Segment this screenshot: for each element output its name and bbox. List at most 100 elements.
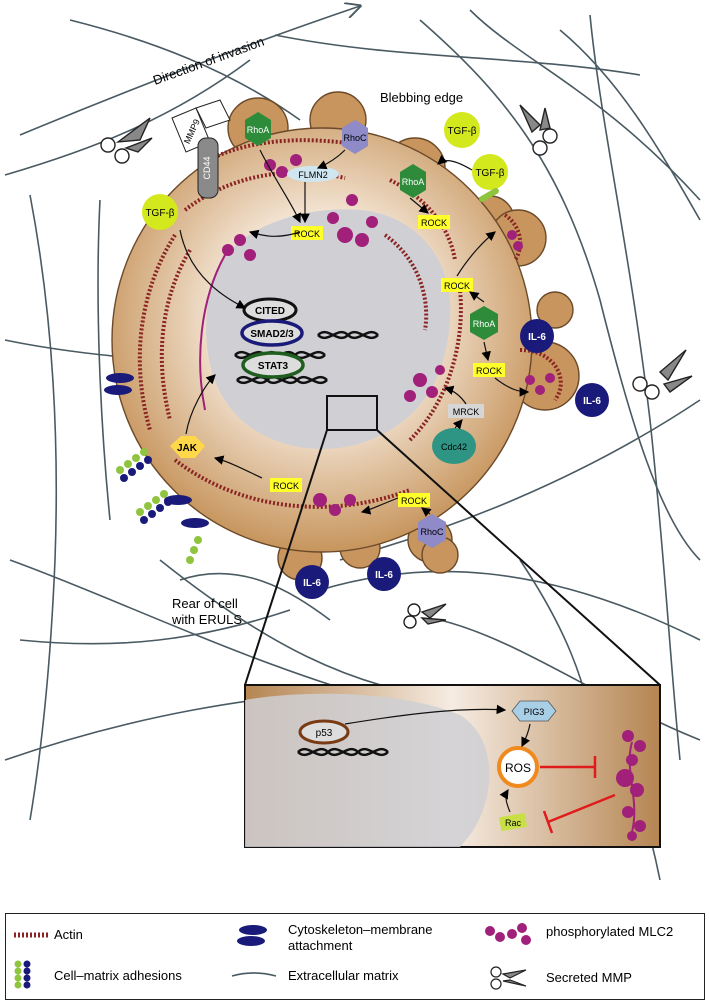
nucleus: [206, 209, 451, 449]
blebbing-edge-label: Blebbing edge: [380, 90, 463, 105]
p53-factor: p53: [298, 719, 350, 745]
legend-ecm: Extracellular matrix: [231, 968, 399, 983]
rear-label: Rear of cell: [172, 596, 238, 611]
tgf-beta-1-label: TGF-β: [145, 208, 174, 219]
rock-6: ROCK: [398, 493, 430, 507]
stat3-label: STAT3: [258, 361, 289, 372]
rock-3-label: ROCK: [444, 281, 470, 291]
rhoc-2-label: RhoC: [420, 527, 444, 537]
cdc42: Cdc42: [432, 428, 476, 464]
rhoa-3-label: RhoA: [473, 319, 496, 329]
cited-factor: CITED: [242, 297, 298, 323]
dna-helix-3: [317, 330, 379, 340]
il6-4-label: IL-6: [375, 570, 393, 581]
tgf-beta-1: TGF-β: [142, 194, 178, 230]
signaling-arrows: [179, 149, 530, 517]
rhoa-1: RhoA: [245, 112, 271, 146]
zoom-indicator: [244, 395, 661, 686]
il6-2-label: IL-6: [583, 396, 601, 407]
rock-5-label: ROCK: [273, 481, 299, 491]
mlc2-cluster-7: [507, 230, 523, 251]
rock-1: ROCK: [291, 226, 323, 240]
il6-1: IL-6: [520, 319, 554, 353]
rac: Rac: [498, 812, 528, 832]
cd44-label: CD44: [202, 156, 212, 179]
legend-actin: Actin: [14, 927, 83, 942]
legend-mmp: Secreted MMP: [490, 966, 632, 990]
tgf-beta-3: TGF-β: [472, 154, 508, 202]
inset-arrows: [344, 704, 531, 813]
legend-cytoskeleton-label-2: attachment: [288, 938, 353, 953]
mmp-scissors-2: [519, 104, 558, 156]
inhibition-bars: [540, 756, 616, 834]
smad-factor: SMAD2/3: [240, 319, 304, 347]
rhoa-3: RhoA: [470, 306, 498, 340]
legend-cytoskeleton-label-1: Cytoskeleton–membrane: [288, 922, 433, 937]
cited-label: CITED: [255, 306, 285, 317]
rhoa-2: RhoA: [400, 164, 426, 198]
legend-graphics: Actin Cell–matrix adhesions Cytoskeleton…: [14, 922, 673, 990]
mlc2-cluster-4: [404, 365, 445, 402]
rear-label-2: with ERULS: [171, 612, 242, 627]
mrck: MRCK: [448, 404, 484, 418]
jak-label: JAK: [177, 443, 198, 454]
il6-2: IL-6: [575, 383, 609, 417]
stat3-factor: STAT3: [241, 351, 305, 379]
mmp9-cd44: MMP9 CD44: [171, 99, 231, 199]
rhoc-1: RhoC: [342, 120, 368, 154]
il6-4: IL-6: [367, 557, 401, 591]
rhoc-2: RhoC: [418, 514, 446, 548]
p53-label: p53: [316, 728, 333, 739]
tgf-beta-2-label: TGF-β: [447, 126, 476, 137]
il6-3-label: IL-6: [303, 578, 321, 589]
rock-2-label: ROCK: [421, 218, 447, 228]
legend-adhesions-label: Cell–matrix adhesions: [54, 968, 182, 983]
pig3: PIG3: [511, 700, 557, 722]
il6-1-label: IL-6: [528, 332, 546, 343]
rhoa-2-label: RhoA: [402, 177, 425, 187]
smad-label: SMAD2/3: [250, 329, 294, 340]
mmp-scissors-4: [403, 603, 447, 629]
mrck-label: MRCK: [453, 407, 480, 417]
mlc2-cluster-6: [525, 373, 555, 395]
legend-ecm-label: Extracellular matrix: [288, 968, 399, 983]
rock-5: ROCK: [270, 478, 302, 492]
rock-4-label: ROCK: [476, 366, 502, 376]
dna-helix-2: [236, 375, 328, 385]
rock-3: ROCK: [441, 278, 473, 292]
legend-mmp-label: Secreted MMP: [546, 970, 632, 985]
legend-mlc2: phosphorylated MLC2: [485, 923, 673, 945]
legend-cytoskeleton: Cytoskeleton–membrane attachment: [237, 922, 433, 953]
cdc42-label: Cdc42: [441, 442, 467, 452]
jak: JAK: [170, 436, 205, 458]
rac-label: Rac: [505, 818, 522, 828]
inset-mlc2: [616, 730, 646, 841]
legend-mlc2-label: phosphorylated MLC2: [546, 924, 673, 939]
rhoc-1-label: RhoC: [343, 133, 367, 143]
rhoa-1-label: RhoA: [247, 125, 270, 135]
legend-adhesions: Cell–matrix adhesions: [14, 960, 182, 989]
pig3-label: PIG3: [524, 707, 545, 717]
rock-1-label: ROCK: [294, 229, 320, 239]
cell-matrix-adhesions: [104, 373, 209, 564]
tgf-beta-3-label: TGF-β: [475, 168, 504, 179]
flmn2: FLMN2: [287, 166, 339, 182]
mlc2-cluster-5: [313, 493, 356, 516]
legend: Actin Cell–matrix adhesions Cytoskeleton…: [5, 913, 705, 1000]
rock-2: ROCK: [418, 215, 450, 229]
inset-panel: p53 PIG3 ROS Rac: [244, 684, 661, 848]
rock-4: ROCK: [473, 363, 505, 377]
mmp-scissors-1: [100, 117, 153, 164]
il6-3: IL-6: [295, 565, 329, 599]
legend-actin-label: Actin: [54, 927, 83, 942]
ros-label: ROS: [505, 761, 531, 775]
mmp-scissors-3: [632, 349, 693, 400]
mlc2-cluster-2: [327, 194, 378, 247]
ros: ROS: [497, 746, 539, 788]
tgf-beta-2: TGF-β: [444, 112, 480, 148]
rock-6-label: ROCK: [401, 496, 427, 506]
flmn2-label: FLMN2: [298, 170, 328, 180]
inset-dna-helix: [297, 747, 389, 757]
mlc2-cluster-3: [264, 154, 302, 178]
